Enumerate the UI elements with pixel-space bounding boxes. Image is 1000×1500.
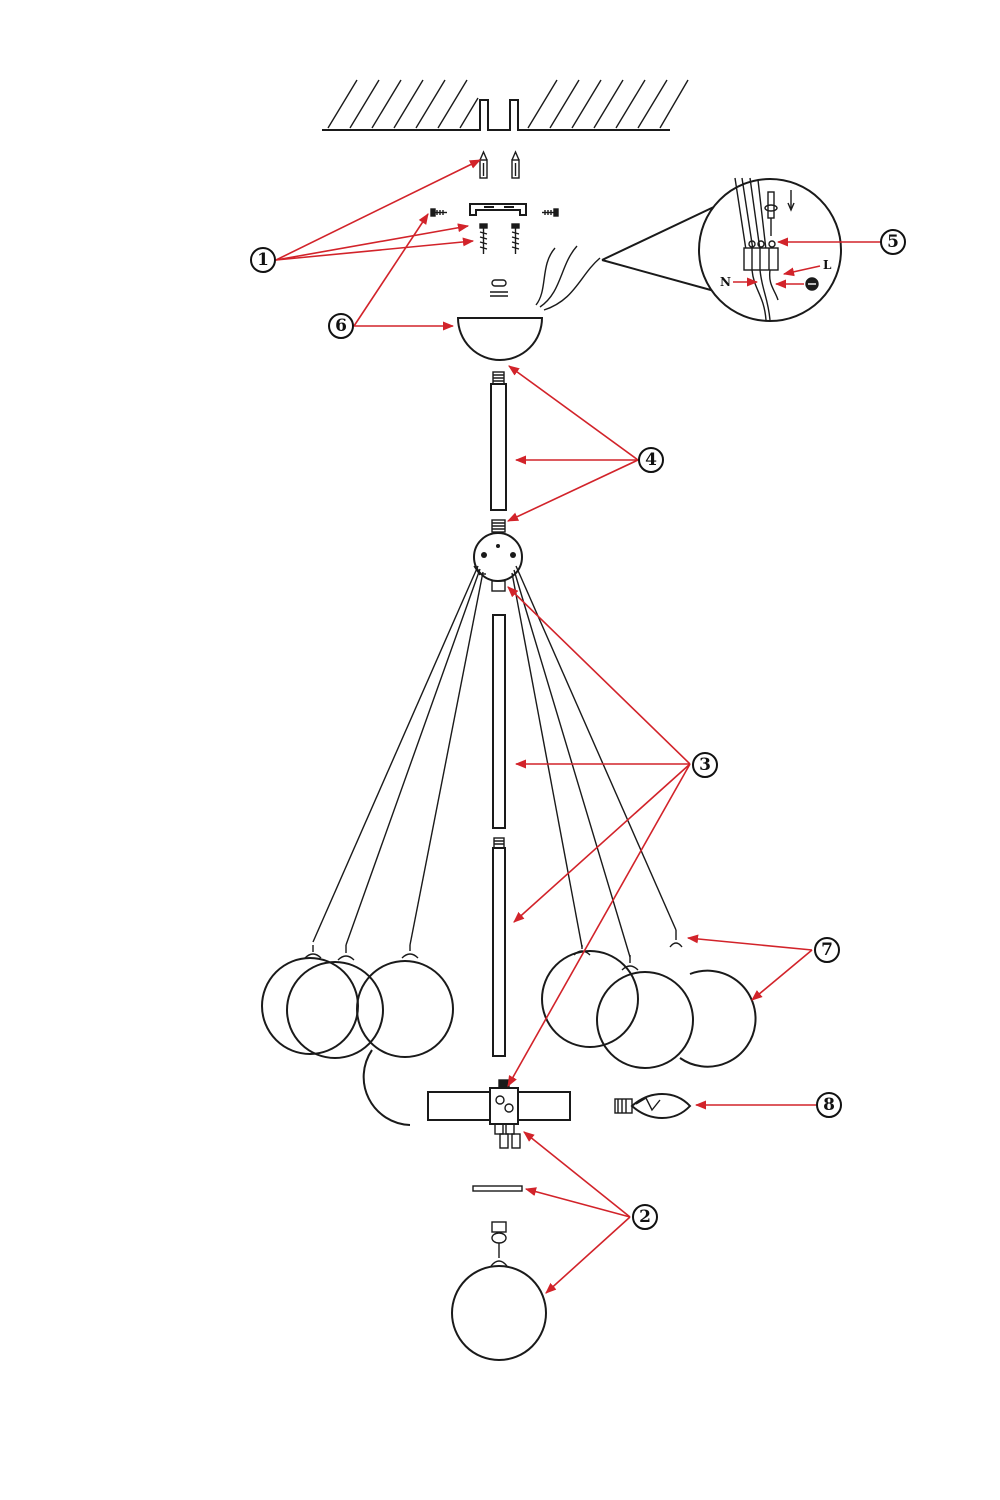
svg-text:7: 7	[821, 940, 833, 960]
svg-text:1: 1	[257, 250, 269, 270]
bracket-screw-right	[542, 208, 559, 217]
ceiling-screw-right	[511, 223, 520, 254]
mounting-hardware	[430, 150, 559, 297]
globe-2	[286, 961, 384, 1059]
svg-text:8: 8	[823, 1095, 835, 1115]
ceiling	[322, 79, 689, 131]
callout-1: 1	[250, 247, 276, 273]
callout-2: 2	[632, 1204, 658, 1230]
ground-symbol-icon	[805, 277, 819, 291]
globe-5	[541, 950, 639, 1048]
ceiling-screw-left	[479, 223, 488, 254]
neutral-label: N	[720, 275, 731, 289]
socket-cluster	[427, 1079, 571, 1149]
svg-text:5: 5	[887, 232, 899, 252]
svg-text:4: 4	[645, 450, 657, 470]
callout-5: 5	[880, 229, 906, 255]
live-label: L	[823, 258, 832, 272]
glass-globes	[261, 930, 757, 1126]
mounting-bracket	[469, 203, 527, 216]
globe-6	[596, 971, 694, 1069]
callout-3: 3	[692, 752, 718, 778]
wall-anchor-left	[479, 150, 488, 179]
wiring-detail: N L	[601, 177, 882, 322]
canopy	[456, 317, 544, 361]
bottom-globe	[451, 1265, 547, 1361]
globe-1	[261, 957, 359, 1055]
supply-wires	[535, 245, 601, 311]
nut-washer-set	[490, 279, 508, 297]
svg-text:6: 6	[335, 316, 347, 336]
bracket-screw-left	[430, 208, 447, 217]
svg-text:2: 2	[639, 1207, 651, 1227]
callout-6: 6	[328, 313, 354, 339]
globe-3	[356, 960, 454, 1058]
callout-4: 4	[638, 447, 664, 473]
callout-8: 8	[816, 1092, 842, 1118]
top-rod	[490, 371, 507, 511]
candle-bulb	[614, 1093, 692, 1119]
leader-arrows	[275, 159, 816, 1294]
callout-7: 7	[814, 937, 840, 963]
hub	[473, 519, 523, 592]
globe-4	[362, 1049, 411, 1126]
svg-text:3: 3	[699, 755, 711, 775]
globe-7	[679, 969, 757, 1068]
bottom-assembly	[451, 1185, 547, 1361]
middle-rods	[492, 614, 506, 1057]
wall-anchor-right	[511, 150, 520, 179]
suspension-cables	[312, 565, 677, 958]
